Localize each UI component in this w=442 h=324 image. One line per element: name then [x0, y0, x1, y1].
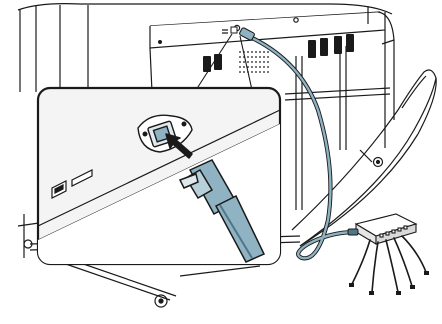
hub-cable-plugs — [349, 271, 429, 295]
hub-output-cables — [352, 236, 426, 292]
rj45-plug-at-hub — [348, 229, 358, 235]
zoom-callout — [38, 34, 280, 264]
